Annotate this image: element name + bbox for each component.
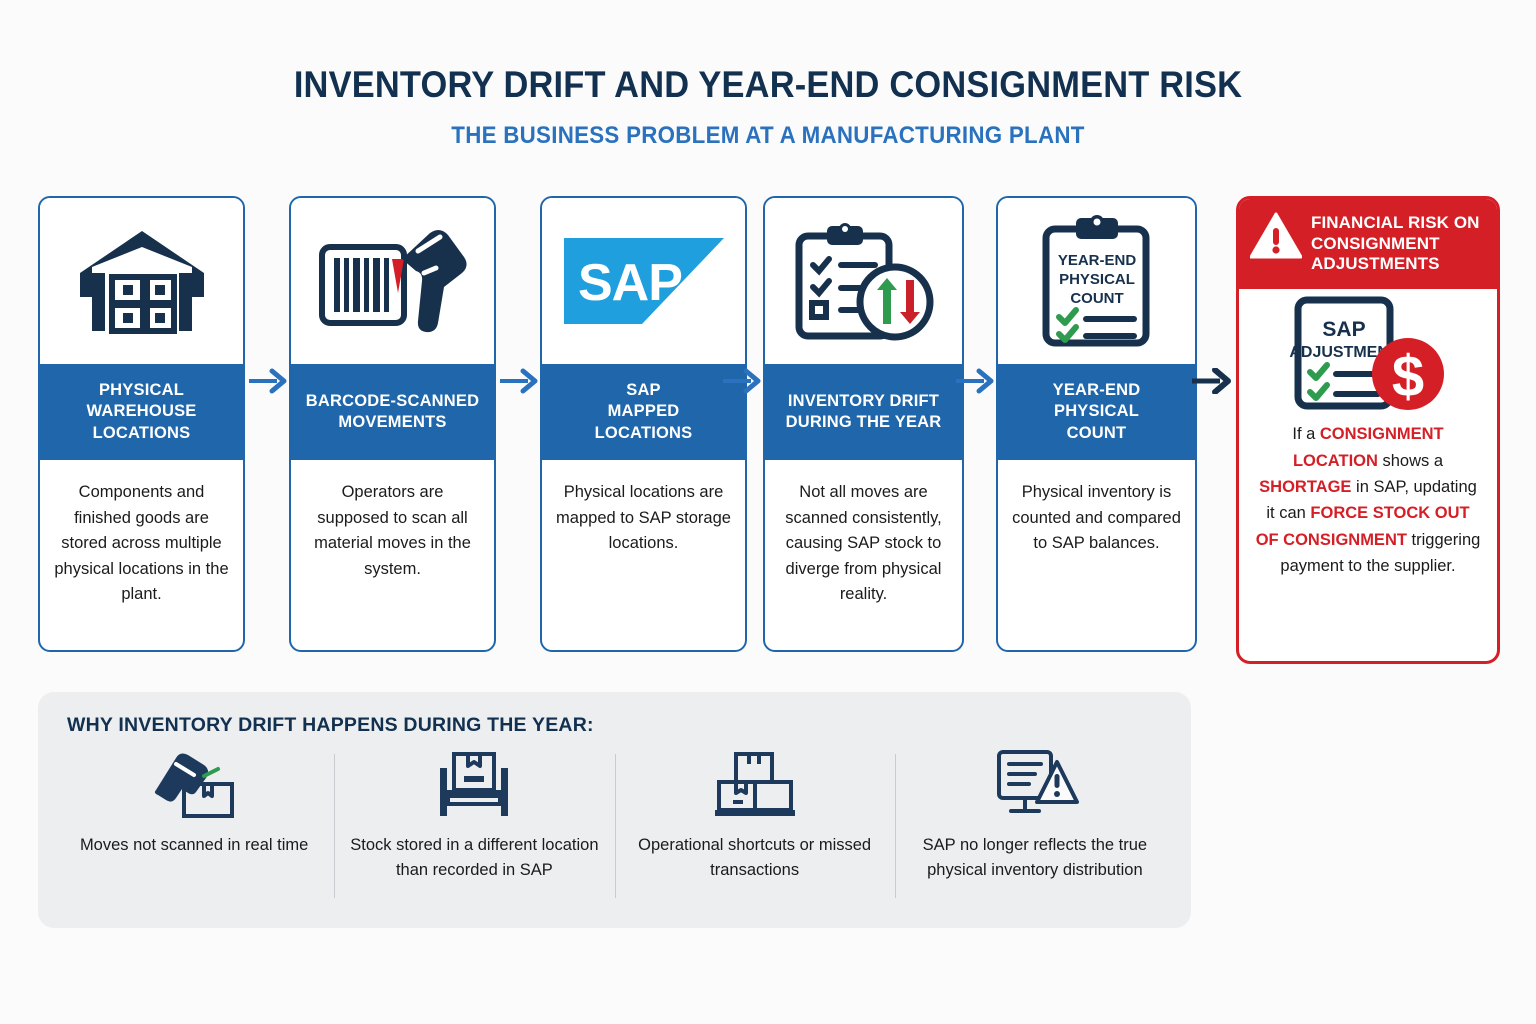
svg-text:SAP: SAP [578,254,682,312]
drift-reasons-panel: WHY INVENTORY DRIFT HAPPENS DURING THE Y… [38,692,1191,928]
flow-step-body-text: Operators are supposed to scan all mater… [314,483,471,578]
stacked-boxes-icon [709,748,801,820]
svg-text:ADJUSTMENT: ADJUSTMENT [1289,344,1399,361]
sap-logo-icon: SAP [542,198,745,364]
risk-card-heading: FINANCIAL RISK ON CONSIGNMENT ADJUSTMENT… [1311,213,1480,274]
panel-item-list: Moves not scanned in real time Stock sto… [54,748,1175,916]
warehouse-icon [40,198,243,364]
list-item-label: Stock stored in a different location tha… [350,836,599,879]
list-item: Stock stored in a different location tha… [334,748,614,898]
flow-arrow-2-icon [498,368,542,394]
sap-adjustment-doc-icon: SAP ADJUSTMENT $ [1239,289,1497,417]
flow-step-body-text: Physical locations are mapped to SAP sto… [556,483,731,553]
flow-step-body-text: Components and finished goods are stored… [54,483,229,604]
financial-risk-card: FINANCIAL RISK ON CONSIGNMENT ADJUSTMENT… [1236,196,1500,664]
list-item: SAP no longer reflects the true physical… [894,748,1175,898]
clipboard-count-icon: YEAR-END PHYSICAL COUNT [998,198,1195,364]
scanner-box-icon [142,748,246,820]
risk-card-body: If a CONSIGNMENT LOCATION shows a SHORTA… [1255,425,1481,576]
flow-step-body-text: Physical inventory is counted and compar… [1012,483,1181,553]
clipboard-drift-icon [765,198,962,364]
flow-arrow-3-icon [721,368,765,394]
svg-text:$: $ [1392,344,1424,409]
rack-pallet-icon [428,748,520,820]
list-item-label: Moves not scanned in real time [79,836,309,854]
page-title: INVENTORY DRIFT AND YEAR-END CONSIGNMENT… [293,64,1243,105]
svg-text:YEAR-END: YEAR-END [1057,252,1136,269]
list-item-label: SAP no longer reflects the true physical… [922,836,1148,879]
panel-title: WHY INVENTORY DRIFT HAPPENS DURING THE Y… [67,714,594,736]
warning-triangle-icon [1249,212,1303,265]
svg-text:SAP: SAP [1322,318,1365,341]
list-item: Moves not scanned in real time [54,748,334,858]
svg-text:COUNT: COUNT [1070,290,1123,307]
barcode-scanner-icon [291,198,494,364]
svg-text:PHYSICAL: PHYSICAL [1059,271,1135,288]
list-item-label: Operational shortcuts or missed transact… [638,836,872,879]
risk-card-header: FINANCIAL RISK ON CONSIGNMENT ADJUSTMENT… [1239,199,1497,290]
flow-arrow-4-icon [954,368,998,394]
page-subtitle: THE BUSINESS PROBLEM AT A MANUFACTURING … [451,122,1085,149]
flow-arrow-1-icon [247,368,291,394]
flow-arrow-5-icon [1190,367,1234,395]
list-item: Operational shortcuts or missed transact… [614,748,895,898]
monitor-alert-icon [989,748,1081,820]
flow-step-body-text: Not all moves are scanned consistently, … [785,483,942,604]
